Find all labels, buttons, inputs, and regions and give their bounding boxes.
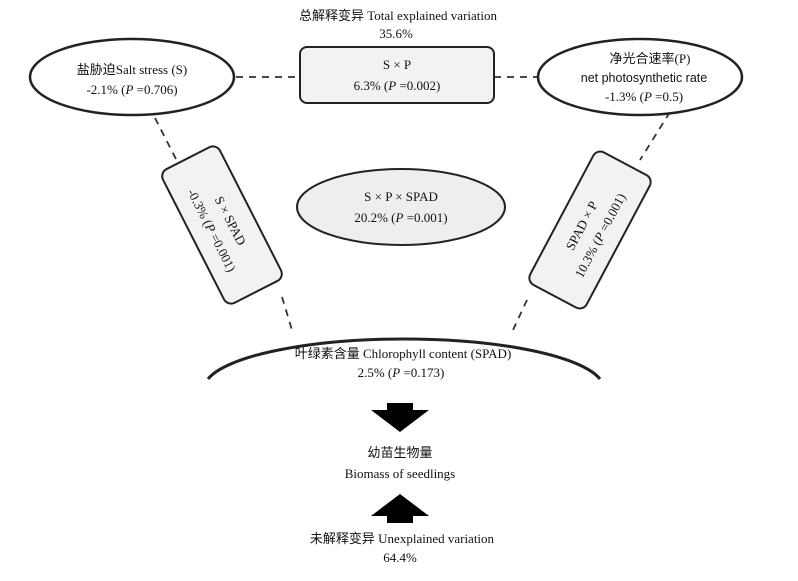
total-explained-label: 总解释变异 Total explained variation: [299, 8, 498, 23]
salt-stress-label: 盐胁迫Salt stress (S): [77, 62, 188, 77]
chlorophyll-label: 叶绿素含量 Chlorophyll content (SPAD): [295, 346, 512, 361]
unexplained-value: 64.4%: [383, 550, 417, 565]
s-x-p-x-spad-node: S × P × SPAD 20.2% (P =0.001): [296, 168, 506, 246]
chlorophyll-value: 2.5% (P =0.173): [358, 365, 445, 380]
s-x-p-x-spad-value: 20.2% (P =0.001): [354, 210, 447, 225]
total-explained-value: 35.6%: [379, 26, 413, 41]
s-x-p-node: S × P 6.3% (P =0.002): [299, 46, 495, 104]
unexplained-label: 未解释变异 Unexplained variation: [310, 531, 495, 546]
s-x-spad-node: S × SPAD -0.3% (P =0.001): [161, 145, 283, 305]
arrow-up-icon: [371, 494, 429, 523]
photosynthetic-rate-label-en: net photosynthetic rate: [581, 71, 708, 85]
photosynthetic-rate-node: 净光合速率(P) net photosynthetic rate -1.3% (…: [536, 37, 744, 117]
salt-stress-node: 盐胁迫Salt stress (S) -2.1% (P =0.706): [28, 37, 236, 117]
connector-photo-spadp: [639, 111, 671, 161]
photosynthetic-rate-label-cn: 净光合速率(P): [610, 51, 691, 66]
biomass-label-cn: 幼苗生物量: [367, 445, 432, 460]
s-x-p-x-spad-label: S × P × SPAD: [364, 189, 438, 204]
salt-stress-value: -2.1% (P =0.706): [86, 82, 177, 97]
s-x-p-value: 6.3% (P =0.002): [354, 78, 441, 93]
photosynthetic-rate-value: -1.3% (P =0.5): [605, 89, 683, 104]
connector-spadp-chlorophyll: [512, 299, 528, 331]
connector-sspad-chlorophyll: [281, 296, 293, 331]
biomass-label-en: Biomass of seedlings: [345, 466, 456, 481]
connector-salt-sspad: [154, 117, 179, 164]
arrow-down-icon: [371, 403, 429, 432]
spad-x-p-node: SPAD × P 10.3% (P =0.001): [528, 150, 652, 310]
chlorophyll-node: 叶绿素含量 Chlorophyll content (SPAD) 2.5% (P…: [206, 337, 602, 380]
s-x-p-label: S × P: [383, 57, 411, 72]
